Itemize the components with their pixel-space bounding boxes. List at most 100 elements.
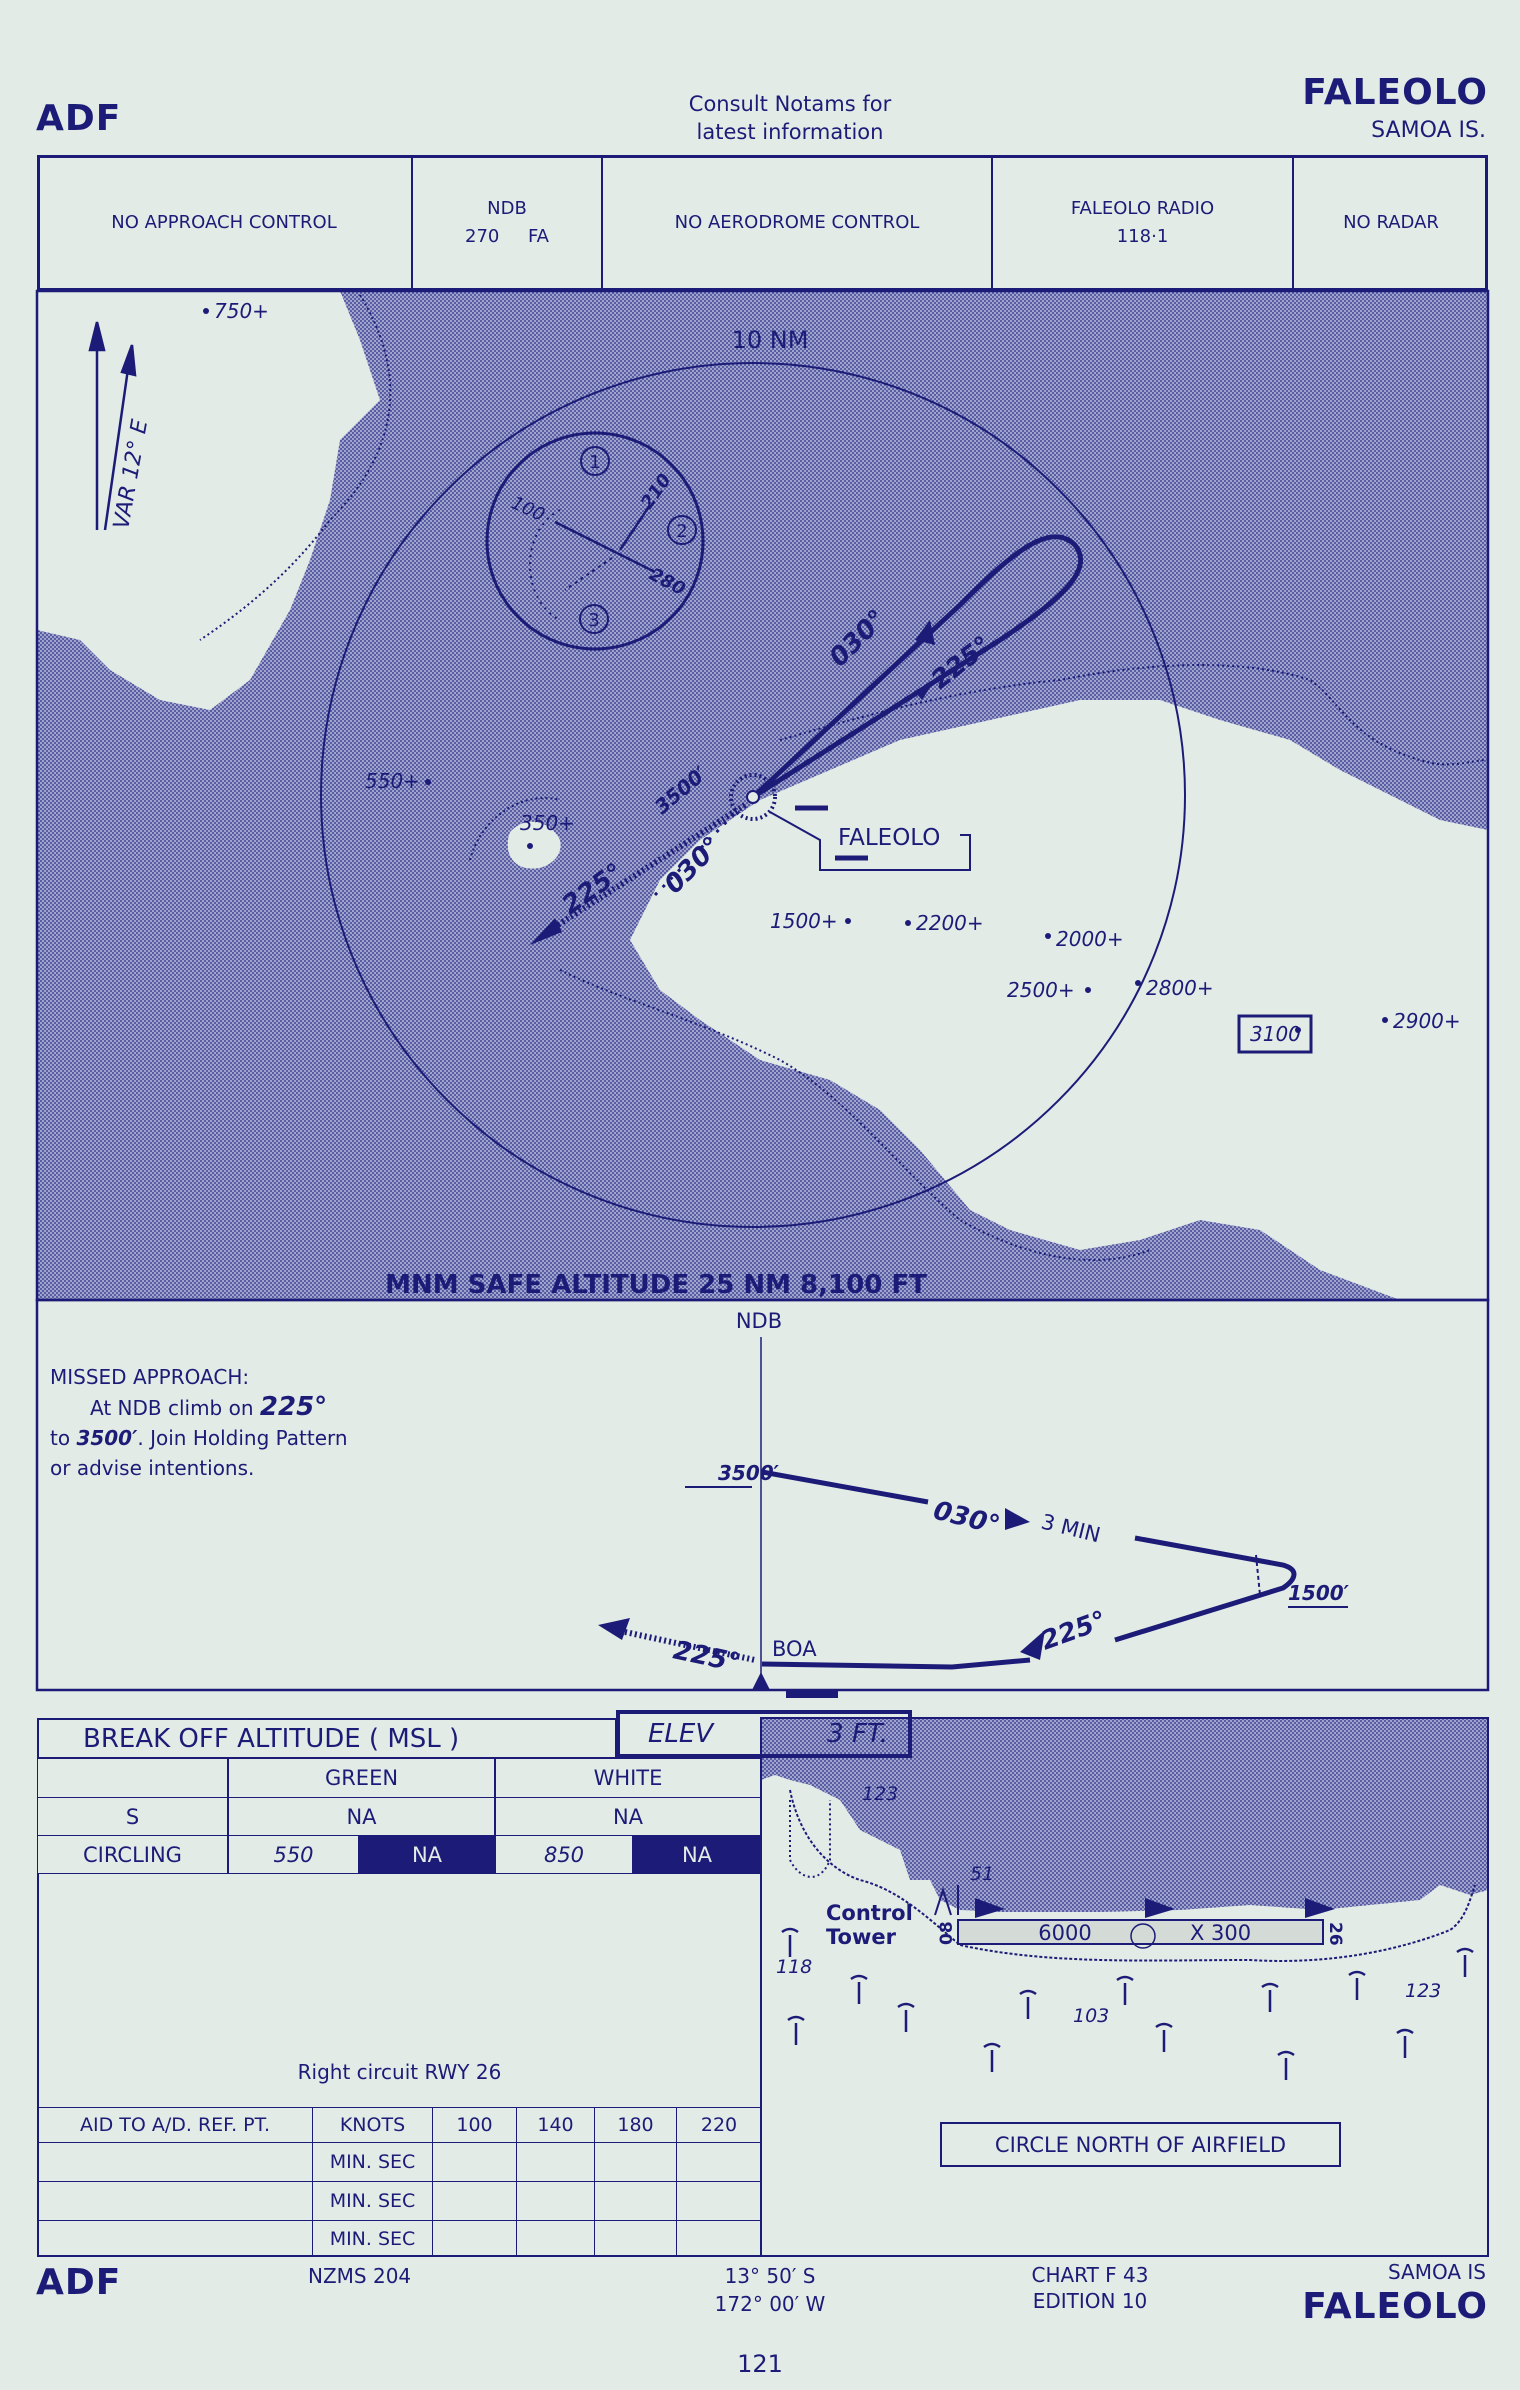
- profile-inbound-arrow: [1020, 1630, 1045, 1660]
- timing-cell: [676, 2142, 762, 2182]
- edition: EDITION 10: [1032, 2289, 1148, 2313]
- airport-map-label: FALEOLO: [838, 825, 940, 851]
- aerodrome-diagram: 6000 X 300 08 26 Control Tower 123 51 11…: [761, 1718, 1488, 2080]
- ndb-marker: [752, 1672, 770, 1690]
- circle-north-note: CIRCLE NORTH OF AIRFIELD: [940, 2122, 1341, 2167]
- footer-airport: FALEOLO: [1302, 2286, 1488, 2327]
- timing-cell: [432, 2181, 517, 2221]
- timing-header-knots: KNOTS: [312, 2107, 433, 2143]
- radio-info: FALEOLO RADIO 118·1: [993, 155, 1294, 291]
- notam-notice: Consult Notams for latest information: [620, 90, 960, 146]
- control-tower-label: Control: [826, 1901, 913, 1925]
- profile-ndb-label: NDB: [736, 1309, 782, 1333]
- row-circling-white: NA: [633, 1835, 761, 1874]
- timing-cell: [594, 2181, 677, 2221]
- spot-height: 750+: [214, 299, 269, 323]
- speed-140: 140: [516, 2107, 595, 2143]
- missed-approach-line-3: or advise intentions.: [50, 1456, 255, 1480]
- runway-26-label: 26: [1325, 1922, 1345, 1946]
- ndb-symbol: [729, 773, 777, 821]
- spot-height: 2000+: [1056, 927, 1124, 951]
- profile-view: NDB 3500′ 030° 3 MIN 1500′ 225° 225° BOA: [35, 1298, 1490, 1698]
- elevation-value: 3 FT.: [827, 1719, 888, 1749]
- missed-approach-text: MISSED APPROACH: At NDB climb on 225° to…: [50, 1362, 348, 1483]
- latitude: 13° 50′ S: [724, 2264, 816, 2288]
- ndb-info: NDB 270 FA: [413, 155, 603, 291]
- range-ring-10nm: [320, 362, 1186, 1228]
- missed-approach-line-1: At NDB climb on 225°: [50, 1392, 348, 1423]
- timing-row-aid: [37, 2181, 313, 2221]
- coordinates: 13° 50′ S 172° 00′ W: [660, 2262, 880, 2318]
- plan-view: 10 NM VAR 12° E 1 2 3 100 210 280: [37, 291, 1488, 1300]
- timing-row-unit: MIN. SEC: [312, 2181, 433, 2221]
- boa-label: BOA: [772, 1637, 817, 1661]
- approach-track: [653, 806, 742, 897]
- runway-08-label: 08: [937, 1921, 957, 1945]
- spot-heights: 750+ 550+ 350+ 1500+ 2200+ 2000+ 2500+ 2…: [203, 299, 1461, 1054]
- spot-height: 2800+: [1146, 976, 1214, 1000]
- missed-altitude: 3500′: [76, 1426, 138, 1450]
- spot-height: 1500+: [770, 909, 838, 933]
- profile-missed-track: [624, 1629, 756, 1663]
- profile-missed-arrow: [598, 1618, 630, 1640]
- row-circling-white-alt: 850: [495, 1835, 633, 1874]
- longitude: 172° 00′ W: [714, 2292, 826, 2316]
- land-upper-left: [37, 291, 380, 710]
- map-reference: NZMS 204: [308, 2264, 412, 2288]
- palm-trees: [781, 1927, 1474, 2080]
- airport-label-box: [769, 811, 971, 871]
- spot-height: 350+: [520, 811, 575, 835]
- airport-name: FALEOLO: [1302, 72, 1488, 113]
- sector-2: 2: [676, 521, 687, 542]
- row-s-green: NA: [228, 1797, 495, 1836]
- missed-course: 225°: [259, 1392, 328, 1422]
- spot-height: 2200+: [916, 911, 984, 935]
- landing-direction-flags: [975, 1898, 1335, 1918]
- elevation-123-east: 123: [1405, 1980, 1441, 2002]
- row-circling-label: CIRCLING: [37, 1835, 228, 1874]
- chart-number: CHART F 43: [1031, 2263, 1149, 2287]
- row-circling-green-alt: 550: [228, 1835, 359, 1874]
- timing-cell: [432, 2142, 517, 2182]
- missed-approach-arrow: [530, 918, 562, 945]
- timing-cell: [676, 2181, 762, 2221]
- circuit-note: Right circuit RWY 26: [297, 2060, 502, 2084]
- elevation-118: 118: [776, 1956, 812, 1978]
- elevation-51: 51: [970, 1863, 994, 1885]
- inbound-arrow: [915, 620, 935, 645]
- break-off-altitude-title: BREAK OFF ALTITUDE ( MSL ): [37, 1718, 617, 1759]
- approach-control: NO APPROACH CONTROL: [37, 155, 413, 291]
- speed-180: 180: [594, 2107, 677, 2143]
- minimum-safe-altitude: MNM SAFE ALTITUDE 25 NM 8,100 FT: [385, 1270, 927, 1300]
- notice-line-2: latest information: [696, 120, 884, 144]
- elevation-103: 103: [1073, 2005, 1109, 2027]
- timing-row-aid: [37, 2220, 313, 2257]
- reef-lines: [199, 294, 1488, 1261]
- timing-cell: [432, 2220, 517, 2257]
- timing-row-unit: MIN. SEC: [312, 2220, 433, 2257]
- profile-missed-course: 225°: [671, 1636, 743, 1679]
- timing-row-aid: [37, 2142, 313, 2182]
- magnetic-variation-arrows: [88, 321, 137, 531]
- radio-frequency: 118·1: [1116, 226, 1169, 247]
- spot-height: 2500+: [1007, 978, 1075, 1002]
- missed-l2-a: to: [50, 1426, 77, 1450]
- missed-approach-line-2: to 3500′. Join Holding Pattern: [50, 1423, 348, 1453]
- timing-cell: [676, 2220, 762, 2257]
- speed-100: 100: [432, 2107, 517, 2143]
- region-name: SAMOA IS.: [1371, 118, 1486, 143]
- column-green: GREEN: [228, 1758, 495, 1798]
- profile-outbound-course: 030°: [930, 1496, 1003, 1541]
- row-s-label: S: [37, 1797, 228, 1836]
- obstacle-icon: [934, 1885, 959, 1916]
- holding-pattern: [751, 534, 1083, 800]
- sector-1: 1: [589, 452, 600, 473]
- spot-height: 550+: [365, 769, 420, 793]
- missed-approach-title: MISSED APPROACH:: [50, 1365, 250, 1389]
- speed-220: 220: [676, 2107, 762, 2143]
- row-circling-green: NA: [359, 1835, 495, 1874]
- timing-cell: [516, 2220, 595, 2257]
- profile-alt-low: 1500′: [1288, 1581, 1350, 1605]
- elevation-123: 123: [862, 1783, 898, 1805]
